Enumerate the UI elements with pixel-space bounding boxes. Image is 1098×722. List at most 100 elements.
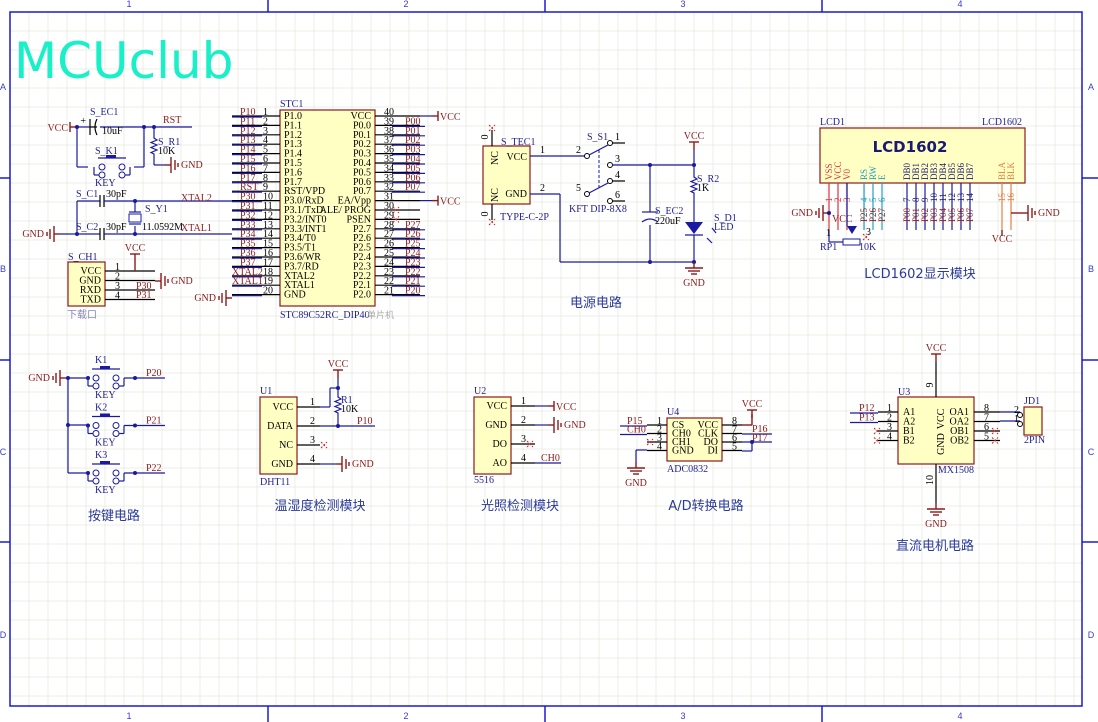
lcd-pin-number: 12 bbox=[947, 193, 957, 202]
junction bbox=[86, 471, 90, 475]
lcd-pin-number: 6 bbox=[877, 197, 887, 202]
motor-driver-part: MX1508 bbox=[938, 465, 974, 476]
mcu-pin-number: 14 bbox=[263, 229, 273, 240]
adc-pin-name: CH0 bbox=[672, 429, 691, 440]
mcu-net-label: P11 bbox=[240, 116, 255, 127]
mcu-pin-number: 16 bbox=[263, 248, 273, 259]
gnd-label: GND bbox=[194, 293, 216, 304]
mcu-pin-name: RST/VPD bbox=[284, 186, 325, 197]
dht11-pin-name: DATA bbox=[267, 421, 294, 432]
mcu-pin-name: P2.2 bbox=[353, 271, 371, 282]
mcu-pin-name: P0.4 bbox=[353, 158, 371, 169]
resistor bbox=[333, 388, 343, 422]
lcd-body bbox=[819, 127, 1026, 184]
pin-number: 4 bbox=[310, 454, 315, 465]
power-res-value: 1K bbox=[697, 183, 710, 194]
gnd-label: GND bbox=[683, 278, 705, 289]
mcu-pin-number: 12 bbox=[263, 210, 273, 221]
c1-value: 30pF bbox=[106, 189, 127, 200]
mcu-net-label: P24 bbox=[405, 248, 421, 259]
switch-contact bbox=[607, 198, 613, 204]
led-light-arrow bbox=[706, 237, 713, 244]
motor-connector-part: 2PIN bbox=[1024, 435, 1045, 446]
mcu-pin-name: P2.3 bbox=[353, 261, 371, 272]
mcu-pin-name: P1.4 bbox=[284, 149, 302, 160]
power-cap-designator: S_EC2 bbox=[655, 206, 683, 217]
junction bbox=[75, 232, 79, 236]
lcd-pin-name: E bbox=[877, 174, 887, 180]
key-net-label: P22 bbox=[146, 463, 162, 474]
mcu-pin-number: 8 bbox=[263, 173, 268, 184]
lcd-net-label: P26 bbox=[868, 207, 878, 222]
lcd-pin-name: DB1 bbox=[911, 163, 921, 180]
lcd-net-label: P01 bbox=[911, 208, 921, 222]
pin-number: 7 bbox=[732, 425, 737, 436]
lcd-pin-number: 14 bbox=[965, 193, 975, 203]
zone-label-top: 4 bbox=[957, 0, 962, 9]
key-actuator bbox=[100, 413, 110, 417]
lcd-pin-number: 11 bbox=[938, 193, 948, 202]
usb-c-connector-body bbox=[482, 145, 531, 205]
download-port-pin-name: GND bbox=[79, 276, 101, 287]
mcu-pin-number: 32 bbox=[384, 182, 394, 193]
motor-pin-name: A2 bbox=[903, 417, 915, 428]
lcd-pin-name: DB4 bbox=[938, 162, 948, 180]
lcd-pin-name: BLA bbox=[997, 161, 1007, 180]
mcu-pin-name: P3.3/INT1 bbox=[284, 224, 327, 235]
light-sensor-part: 5516 bbox=[474, 475, 494, 486]
lcd-designator: LCD1 bbox=[820, 117, 845, 128]
key-designator: K2 bbox=[95, 403, 107, 414]
mcu-pin-name: P0.3 bbox=[353, 149, 371, 160]
mcu-comment: 单片机 bbox=[367, 309, 394, 320]
mcu-pin-name: P0.0 bbox=[353, 120, 371, 131]
zone-label-left: C bbox=[0, 447, 7, 457]
mcu-net-label: P32 bbox=[240, 210, 256, 221]
power-cap-value: 220uF bbox=[655, 216, 681, 227]
lcd-net-label: P27 bbox=[877, 207, 887, 222]
no-connect-icon bbox=[873, 437, 881, 444]
pot-pin: 1 bbox=[826, 228, 831, 239]
connector-pin bbox=[1017, 421, 1023, 427]
download-port-pin-name: RXD bbox=[80, 285, 101, 296]
pin-number: 2 bbox=[1014, 405, 1019, 416]
lcd-pin-number: 2 bbox=[833, 198, 843, 203]
mcu-pin-name: P0.1 bbox=[353, 130, 371, 141]
mcu-net-label: P33 bbox=[240, 220, 256, 231]
pin-number: 2 bbox=[310, 416, 315, 427]
switch-pin: 1 bbox=[615, 132, 620, 143]
pin-number: 3 bbox=[310, 435, 315, 446]
mcu-pin-number: 40 bbox=[384, 107, 394, 118]
mcu-net-label: P04 bbox=[405, 154, 421, 165]
led-icon bbox=[685, 222, 703, 234]
zone-label-bottom: 4 bbox=[957, 711, 962, 721]
switch-pin: 4 bbox=[615, 170, 620, 181]
no-connect-icon bbox=[320, 441, 328, 449]
pin-number: 4 bbox=[521, 453, 526, 464]
lcd-pin-name: RW bbox=[868, 165, 878, 180]
light-sensor-pin-name: VCC bbox=[486, 401, 507, 412]
pot-pin: 3 bbox=[866, 227, 871, 238]
zone-label-right: B bbox=[1088, 264, 1094, 274]
mcu-pin-number: 26 bbox=[384, 239, 394, 250]
pin-number: 2 bbox=[657, 425, 662, 436]
mcu-net-label: RST bbox=[240, 182, 258, 193]
switch-contact bbox=[584, 191, 590, 197]
mcu-pin-name: PSEN bbox=[347, 214, 371, 225]
mcu-net-label: P12 bbox=[240, 126, 256, 137]
reset-cap-value: 10uF bbox=[102, 126, 123, 137]
lcd-pin-number: 13 bbox=[956, 193, 966, 203]
reset-res-designator: S_R1 bbox=[158, 137, 180, 148]
resistor bbox=[689, 165, 699, 205]
lcd-pin-number: 10 bbox=[929, 193, 939, 203]
mcu-net-label: XTAL2 bbox=[232, 267, 263, 278]
junction bbox=[66, 423, 70, 427]
junction bbox=[827, 211, 831, 215]
light-sensor-designator: U2 bbox=[474, 386, 486, 397]
mcu-pin-number: 11 bbox=[263, 201, 273, 212]
motor-connector-body bbox=[1023, 406, 1043, 436]
mcu-pin-name: P3.4/T0 bbox=[284, 233, 316, 244]
mcu-pin-number: 37 bbox=[384, 135, 394, 146]
mcu-pin-number: 7 bbox=[263, 163, 268, 174]
mcu-net-label: P36 bbox=[240, 248, 256, 259]
light-sensor-pin-name: AO bbox=[493, 458, 507, 469]
